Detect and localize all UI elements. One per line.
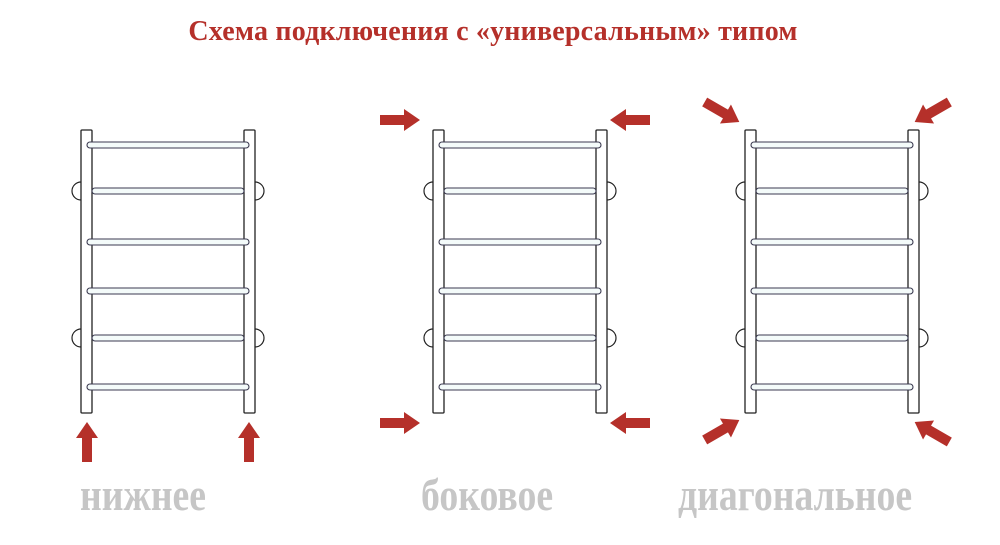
- arrow-diagonal-icon: [702, 97, 740, 124]
- arrow-left-icon: [610, 109, 650, 131]
- radiator-bottom: [71, 129, 265, 414]
- arrow-diagonal-icon: [914, 97, 952, 124]
- right-post: [595, 129, 608, 414]
- crossbar: [750, 383, 914, 391]
- crossbar: [750, 287, 914, 295]
- wall-mount-right: [254, 181, 265, 201]
- arrow-diagonal-icon: [914, 420, 952, 447]
- crossbar: [86, 287, 250, 295]
- crossbar: [86, 238, 250, 246]
- arrow-up-icon: [238, 422, 260, 462]
- crossbar: [438, 287, 602, 295]
- crossbar: [91, 187, 245, 195]
- arrow-up-icon: [76, 422, 98, 462]
- arrow-diagonal-icon: [702, 418, 740, 445]
- wall-mount-left: [71, 328, 82, 348]
- crossbar: [755, 334, 909, 342]
- arrow-right-icon: [380, 109, 420, 131]
- crossbar: [86, 141, 250, 149]
- arrow-left-icon: [610, 412, 650, 434]
- crossbar: [438, 383, 602, 391]
- crossbar: [755, 187, 909, 195]
- arrow-shape: [76, 422, 98, 462]
- arrow-right-icon: [380, 412, 420, 434]
- crossbar: [443, 187, 597, 195]
- radiator-diagonal: [735, 129, 929, 414]
- crossbar: [91, 334, 245, 342]
- arrow-shape: [702, 97, 740, 124]
- wall-mount-right: [918, 181, 929, 201]
- label-bottom-connection: нижнее: [80, 469, 207, 520]
- radiator-side: [423, 129, 617, 414]
- arrow-shape: [914, 420, 952, 447]
- wall-mount-left: [71, 181, 82, 201]
- wall-mount-left: [423, 328, 434, 348]
- wall-mount-left: [735, 328, 746, 348]
- wall-mount-right: [606, 328, 617, 348]
- wall-mount-right: [606, 181, 617, 201]
- crossbar: [86, 383, 250, 391]
- crossbar: [438, 238, 602, 246]
- label-side-connection: боковое: [421, 469, 554, 520]
- crossbar: [750, 141, 914, 149]
- arrow-shape: [610, 109, 650, 131]
- arrow-shape: [610, 412, 650, 434]
- right-post: [907, 129, 920, 414]
- crossbar: [443, 334, 597, 342]
- wall-mount-right: [918, 328, 929, 348]
- crossbar: [750, 238, 914, 246]
- arrow-shape: [238, 422, 260, 462]
- right-post: [243, 129, 256, 414]
- left-post: [432, 129, 445, 414]
- wall-mount-left: [423, 181, 434, 201]
- diagram-title: Схема подключения с «универсальным» типо…: [188, 16, 798, 47]
- left-post: [744, 129, 757, 414]
- arrow-shape: [702, 418, 740, 445]
- arrow-shape: [380, 412, 420, 434]
- arrow-shape: [914, 97, 952, 124]
- wall-mount-right: [254, 328, 265, 348]
- crossbar: [438, 141, 602, 149]
- arrow-shape: [380, 109, 420, 131]
- left-post: [80, 129, 93, 414]
- label-diagonal-connection: диагональное: [678, 469, 913, 520]
- wall-mount-left: [735, 181, 746, 201]
